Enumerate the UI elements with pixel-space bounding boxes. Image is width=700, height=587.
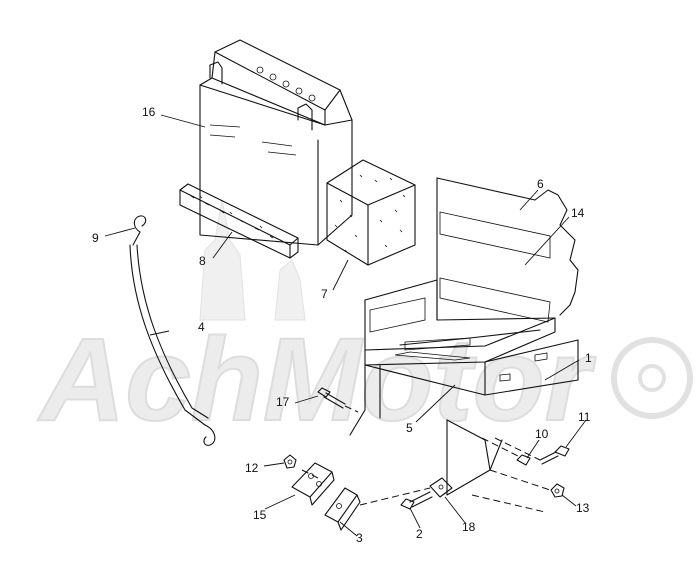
back-plate-part — [436, 177, 579, 323]
callout-1: 1 — [585, 351, 592, 365]
strap-part — [129, 215, 216, 446]
bracket-3-part — [324, 487, 361, 531]
assembly-line-12 — [301, 469, 319, 479]
nut-13-part — [471, 469, 565, 513]
assembly-line-3 — [359, 487, 431, 506]
callout-14: 14 — [571, 206, 585, 220]
foam-block-part — [326, 159, 416, 266]
foam-strip-part — [179, 183, 299, 259]
callout-17: 17 — [276, 395, 290, 409]
bolt-2-part — [400, 491, 433, 510]
watermark-logo: AchMotor — [36, 199, 693, 447]
callout-10: 10 — [535, 427, 549, 441]
callout-16: 16 — [142, 105, 156, 119]
callout-3: 3 — [356, 531, 363, 545]
clip-18-part — [429, 477, 453, 498]
callout-9: 9 — [92, 231, 99, 245]
callout-2: 2 — [416, 527, 423, 541]
callout-12: 12 — [245, 461, 259, 475]
callout-15: 15 — [253, 508, 267, 522]
callout-7: 7 — [321, 287, 328, 301]
callout-5: 5 — [406, 421, 413, 435]
callout-labels: 16 9 8 4 7 6 14 1 5 17 12 15 3 2 18 10 1… — [92, 105, 592, 545]
bracket-15-part — [291, 462, 335, 506]
watermark-text: AchMotor — [37, 314, 597, 446]
callout-6: 6 — [537, 177, 544, 191]
bolt-11-part — [494, 437, 570, 465]
callout-11: 11 — [578, 410, 591, 424]
callout-8: 8 — [199, 254, 206, 268]
bolt-17-part — [317, 387, 359, 413]
callout-4: 4 — [198, 320, 205, 334]
battery-part — [199, 39, 353, 246]
callout-18: 18 — [462, 520, 476, 534]
callout-13: 13 — [576, 501, 590, 515]
battery-box-part — [349, 279, 579, 496]
bolt-10-part — [481, 437, 531, 466]
leader-lines — [104, 114, 587, 537]
nut-12-part — [283, 454, 297, 469]
